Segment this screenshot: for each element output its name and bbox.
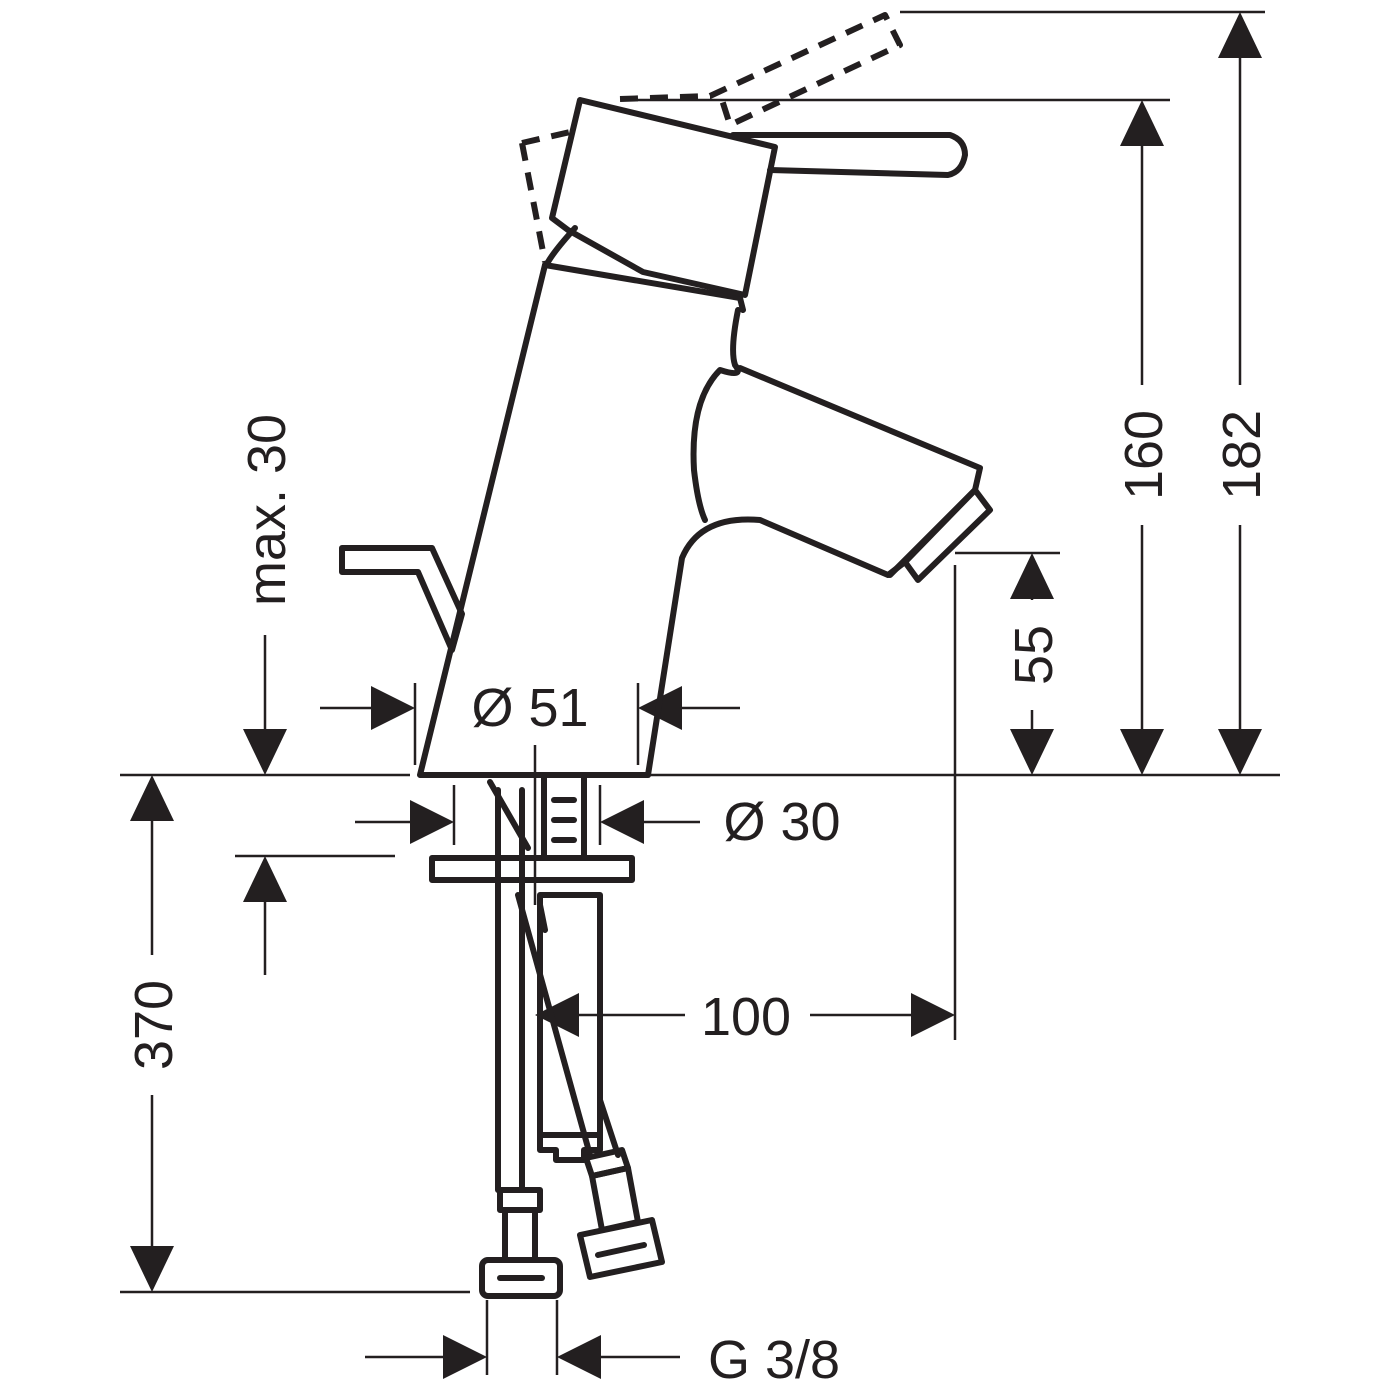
dim-160-line	[1120, 100, 1164, 775]
extension-lines	[120, 10, 1280, 1375]
label-d30: Ø 30	[723, 792, 840, 852]
connector-nut-left	[479, 1187, 563, 1299]
thread-marks	[551, 797, 577, 843]
lever-handle	[730, 132, 968, 178]
label-182: 182	[1212, 410, 1272, 500]
faucet-body	[339, 12, 993, 778]
lever-open-position	[519, 12, 903, 263]
label-160: 160	[1114, 410, 1174, 500]
dim-100-line	[535, 993, 955, 1037]
label-d51: Ø 51	[471, 678, 588, 738]
popup-lever	[339, 545, 465, 653]
handle-cartridge	[545, 97, 778, 298]
column-collar	[542, 262, 746, 313]
label-55: 55	[1004, 625, 1064, 685]
dim-182-line	[1218, 12, 1262, 775]
dim-d30-line	[355, 800, 700, 844]
dim-g38-line	[365, 1335, 680, 1379]
shank	[537, 892, 603, 1163]
label-100: 100	[701, 987, 791, 1047]
mounting-plate	[429, 855, 635, 883]
mounting-parts	[429, 772, 665, 1299]
hose-left	[487, 779, 531, 1193]
threaded-rod	[541, 772, 587, 861]
label-370: 370	[124, 980, 184, 1070]
dim-370-line	[130, 775, 174, 1292]
hose-right	[515, 892, 621, 1158]
label-max30: max. 30	[237, 414, 297, 606]
label-g38: G 3/8	[708, 1330, 840, 1390]
dim-55-line	[1010, 553, 1054, 775]
aerator	[902, 487, 993, 583]
faucet-column	[417, 262, 908, 778]
connector-nut-right	[577, 1147, 665, 1280]
spout	[690, 307, 983, 578]
dim-max30-line	[243, 635, 287, 975]
dimension-labels: 182 160 55 max. 30 Ø 51 Ø 30 100 370 G 3…	[124, 410, 1272, 1390]
